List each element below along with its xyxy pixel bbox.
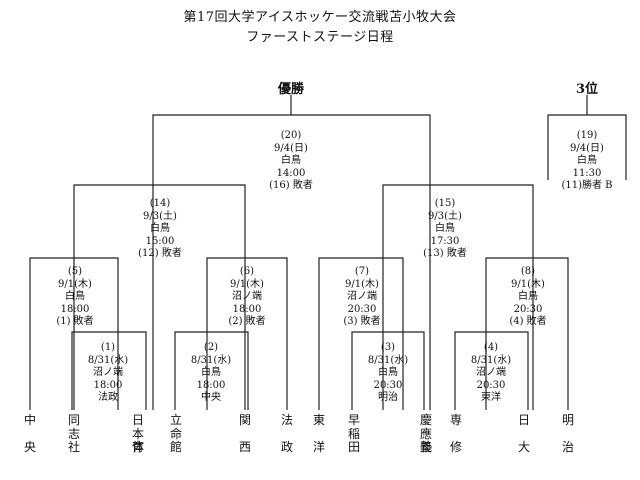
match-number: (8) [520,266,536,277]
team-chuo: 中央 [23,413,36,454]
match-note: 法政 [97,392,118,404]
match-note: (3) 敗者 [343,316,381,328]
match-15: (15) 9/3(土) 白鳥 17:30 (13) 敗者 [423,198,467,261]
match-time: 20:30 [347,303,377,315]
match-venue: 沼ノ端 [232,291,262,303]
bracket-1 [71,331,147,410]
match-number: (2) [203,342,219,353]
match-date: 9/1(木) [58,278,92,290]
match-time: 17:30 [430,235,460,247]
match-number: (14) [149,198,171,209]
third-place-label: 3位 [575,82,599,97]
match-number: (3) [380,342,396,353]
match-date: 8/31(水) [470,354,512,366]
match-time: 18:00 [93,379,123,391]
team-meiji: 明治 [561,413,574,454]
match-number: (5) [67,266,83,277]
match-date: 8/31(水) [190,354,232,366]
match-20: (20) 9/4(日) 白鳥 14:00 (16) 敗者 [269,130,313,193]
match-6: (6) 9/1(木) 沼ノ端 18:00 (2) 敗者 [228,266,265,329]
bracket-5 [29,257,119,410]
match-number: (4) [483,342,499,353]
match-time: 15:00 [145,235,175,247]
match-number: (19) [576,130,598,141]
match-venue: 沼ノ端 [92,367,123,379]
match-note: (12) 敗者 [138,248,182,260]
match-4: (4) 8/31(水) 沼ノ端 20:30 東洋 [471,342,511,405]
match-venue: 白鳥 [377,367,398,379]
match-8: (8) 9/1(木) 白鳥 20:30 (4) 敗者 [509,266,546,329]
team-nichidai: 日大 [517,413,530,454]
match-venue: 白鳥 [435,223,455,235]
match-venue: 白鳥 [281,155,301,167]
match-time: 20:30 [476,379,506,391]
match-time: 18:00 [60,303,90,315]
team-toyo: 東洋 [312,413,325,454]
match-1: (1) 8/31(水) 沼ノ端 18:00 法政 [88,342,128,405]
team-doshisha: 同志社 [67,413,80,454]
team-senshu: 専修 [449,413,462,454]
bracket-14 [73,184,246,410]
match-time: 20:30 [373,379,403,391]
match-venue: 沼ノ端 [475,367,506,379]
match-date: 9/4(日) [570,142,604,154]
match-note: (16) 敗者 [269,180,313,192]
match-time: 14:00 [276,167,306,179]
match-5: (5) 9/1(木) 白鳥 18:00 (1) 敗者 [56,266,93,329]
team-kansai: 関西 [238,413,251,454]
bracket-3 [351,331,425,410]
bracket-2 [174,331,249,410]
match-7: (7) 9/1(木) 沼ノ端 20:30 (3) 敗者 [343,266,380,329]
match-date: 9/1(木) [511,278,545,290]
team-ritsumeikan: 立命館 [169,413,182,454]
bracket-8 [485,257,569,410]
match-date: 9/4(日) [274,142,308,154]
match-2: (2) 8/31(水) 白鳥 18:00 中央 [191,342,231,405]
team-nittai: 日本体育 [131,413,144,454]
bracket-4 [454,331,529,410]
match-note: (4) 敗者 [509,316,547,328]
match-3: (3) 8/31(水) 白鳥 20:30 明治 [368,342,408,405]
match-date: 9/3(土) [428,210,462,222]
team-waseda: 早稲田 [347,413,360,454]
team-hosei: 法政 [280,413,293,454]
match-venue: 白鳥 [200,367,221,379]
match-note: (2) 敗者 [228,316,266,328]
match-venue: 白鳥 [65,291,85,303]
team-keio: 慶應義塾 [419,413,432,454]
match-number: (15) [434,198,456,209]
match-venue: 沼ノ端 [347,291,377,303]
match-venue: 白鳥 [150,223,170,235]
bracket-7 [318,257,404,410]
match-venue: 白鳥 [577,155,597,167]
match-note: 明治 [377,392,398,404]
match-number: (6) [239,266,255,277]
match-date: 8/31(水) [87,354,129,366]
match-time: 20:30 [513,303,543,315]
match-time: 18:00 [196,379,226,391]
match-number: (7) [354,266,370,277]
bracket-15 [382,184,534,410]
match-venue: 白鳥 [518,291,538,303]
match-note: (13) 敗者 [423,248,467,260]
match-date: 8/31(水) [367,354,409,366]
match-date: 9/1(木) [230,278,264,290]
match-note: 中央 [200,392,221,404]
page-subtitle: ファーストステージ日程 [246,30,394,45]
match-time: 11:30 [572,167,602,179]
match-note: (1) 敗者 [56,316,94,328]
bracket-6 [206,257,288,410]
match-19: (19) 9/4(日) 白鳥 11:30 (11)勝者 B [561,130,612,193]
match-number: (1) [100,342,116,353]
match-note: (11)勝者 B [561,180,613,192]
match-14: (14) 9/3(土) 白鳥 15:00 (12) 敗者 [138,198,182,261]
match-time: 18:00 [232,303,262,315]
match-date: 9/1(木) [345,278,379,290]
match-date: 9/3(土) [143,210,177,222]
match-note: 東洋 [480,392,501,404]
match-number: (20) [280,130,302,141]
page-title: 第17回大学アイスホッケー交流戦苫小牧大会 [183,10,457,25]
champion-label: 優勝 [277,82,305,97]
